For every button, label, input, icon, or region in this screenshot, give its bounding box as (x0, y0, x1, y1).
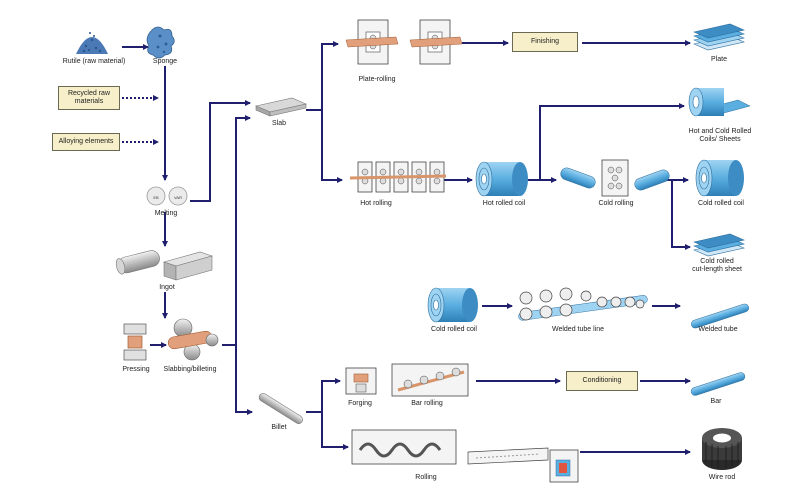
label-plate-rolling: Plate-rolling (358, 76, 396, 83)
arrow-slab-hot-rolling (321, 110, 343, 183)
label-forging: Forging (348, 400, 372, 407)
hot-rolling-mill-icon (349, 161, 447, 193)
label-eb: EB (153, 195, 159, 200)
label-hot-rolled-coil: Hot rolled coil (482, 200, 526, 207)
arrow-billet-rolling (321, 412, 349, 450)
cold-rolled-coil-icon (695, 159, 744, 197)
label-cold-rolled-coil-tube: Cold rolled coil (431, 326, 477, 333)
label-wire-rod: Wire rod (708, 474, 736, 481)
recycled-raw-materials-box: Recycled raw materials (58, 86, 120, 110)
welded-tube-icon (691, 303, 749, 329)
alloying-elements-box: Alloying elements (52, 133, 120, 151)
finishing-box: Finishing (512, 32, 578, 52)
label-rutile: Rutile (raw material) (62, 58, 126, 65)
label-billet: Billet (271, 424, 287, 431)
conditioning-box: Conditioning (566, 371, 638, 391)
label-cut-length-sheet: Cold rolled cut-length sheet (684, 258, 750, 274)
label-bar: Bar (710, 398, 722, 405)
label-sponge: Sponge (152, 58, 178, 65)
wire-rod-coil-icon (702, 428, 742, 470)
label-var: VAR (174, 195, 182, 200)
hot-cold-line2: Coils/ Sheets (699, 136, 741, 143)
label-slabbing: Slabbing/billeting (163, 366, 217, 373)
label-rolling: Rolling (415, 474, 437, 481)
label-cold-rolling: Cold rolling (598, 200, 634, 207)
conditioning-label: Conditioning (582, 377, 622, 384)
label-ingot: Ingot (159, 284, 175, 291)
flow-arrows (122, 40, 691, 455)
label-plate: Plate (711, 56, 727, 63)
arrow-cold-rolling-cut-sheet (671, 180, 691, 250)
hot-cold-rolled-coils-sheets-icon (688, 87, 751, 117)
plate-stack-icon (693, 23, 745, 51)
arrow-slabbing-billet (235, 345, 253, 415)
hot-rolled-coil-icon (475, 161, 528, 197)
arrow-billet-forging (306, 378, 341, 413)
hot-cold-line1: Hot and Cold Rolled (688, 128, 752, 135)
cut-length-sheet-icon (693, 233, 745, 257)
arrow-slabbing-slab (222, 115, 251, 346)
recycled-line1: Recycled raw (67, 90, 110, 97)
label-cold-rolled-coil-right: Cold rolled coil (698, 200, 744, 207)
arrow-slab-plate-rolling (306, 41, 339, 111)
cut-line2: cut-length sheet (692, 266, 742, 273)
finishing-label: Finishing (530, 38, 559, 45)
billet-icon (258, 393, 303, 424)
label-pressing: Pressing (122, 366, 150, 373)
slab-icon (255, 97, 307, 117)
label-welded-tube-line: Welded tube line (551, 326, 605, 333)
label-hot-rolling: Hot rolling (360, 200, 392, 207)
plate-rolling-mill-icon (345, 19, 463, 65)
press-icon (123, 323, 147, 361)
label-slab: Slab (271, 120, 286, 127)
bar-icon (690, 372, 746, 396)
label-hot-cold-coils: Hot and Cold Rolled Coils/ Sheets (682, 128, 758, 144)
melting-furnaces-icon (146, 186, 188, 206)
slabbing-icon (167, 318, 219, 361)
tube-coil-icon (427, 287, 478, 323)
arrow-melting-slab (190, 100, 251, 202)
label-melting: Melting (154, 210, 178, 217)
bar-rolling-icon (391, 363, 469, 397)
cut-line1: Cold rolled (700, 258, 734, 265)
recycled-line2: materials (74, 98, 104, 105)
arrow-hot-coil-sheets (539, 103, 685, 180)
sponge-icon (146, 26, 175, 59)
label-bar-rolling: Bar rolling (411, 400, 443, 407)
wire-rolling-mill-icon (467, 447, 579, 483)
alloying-label: Alloying elements (58, 138, 114, 145)
label-welded-tube: Welded tube (698, 326, 738, 333)
cold-rolling-mill-icon (560, 159, 670, 197)
ingot-icon (115, 250, 214, 281)
wire-rolling-furnace-icon (351, 429, 457, 465)
forging-icon (345, 367, 377, 395)
welded-tube-line-icon (518, 287, 648, 321)
rutile-pile-icon (76, 32, 108, 54)
